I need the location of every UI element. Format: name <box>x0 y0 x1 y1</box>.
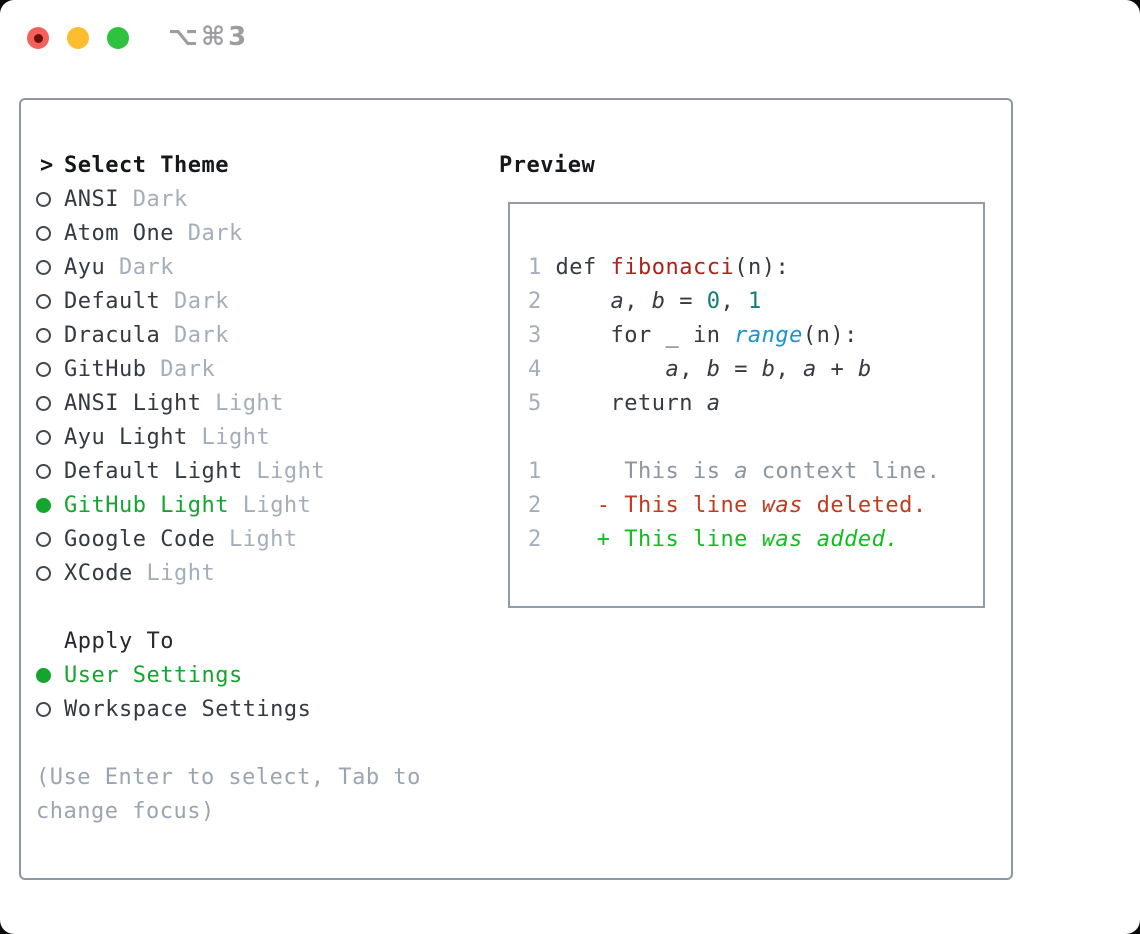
theme-option-label: XCode <box>64 560 133 586</box>
radio-icon <box>36 259 51 275</box>
preview-title: Preview <box>499 152 596 178</box>
theme-variant-tag: Dark <box>160 288 229 314</box>
theme-variant-tag: Dark <box>160 322 229 348</box>
code-line: 3 for _ in range(n): <box>528 322 858 348</box>
radio-icon <box>36 531 51 547</box>
code-preview: 1 def fibonacci(n): 2 a, b = 0, 1 3 for _ … <box>528 250 940 556</box>
theme-variant-tag: Light <box>187 424 271 450</box>
diff-deleted-line: 2 - This line was deleted. <box>528 492 927 518</box>
window-title: ⌥⌘3 <box>168 22 250 52</box>
theme-option-label: Ayu <box>64 254 106 280</box>
theme-option-label: Default <box>64 288 161 314</box>
blank-line <box>528 420 940 454</box>
theme-option-label: GitHub Light <box>64 492 229 518</box>
radio-selected-icon <box>36 497 51 513</box>
apply-option-label: User Settings <box>64 662 243 688</box>
theme-variant-tag: Dark <box>118 186 188 212</box>
theme-option-label: Atom One <box>64 220 174 246</box>
apply-option-workspace-settings[interactable]: Workspace Settings <box>36 692 491 726</box>
theme-option-ansi-light[interactable]: ANSI Light Light <box>36 386 491 420</box>
theme-variant-tag: Dark <box>146 356 216 382</box>
theme-option-xcode[interactable]: XCode Light <box>36 556 491 590</box>
theme-option-default-light[interactable]: Default Light Light <box>36 454 491 488</box>
diff-context-line: 1 This is a context line. <box>528 458 941 484</box>
close-dot-icon <box>33 33 43 43</box>
theme-variant-tag: Light <box>132 560 216 586</box>
radio-icon <box>36 565 51 581</box>
theme-option-label: ANSI Light <box>64 390 202 416</box>
radio-icon <box>36 225 51 241</box>
radio-icon <box>36 191 51 207</box>
theme-option-default[interactable]: Default Dark <box>36 284 491 318</box>
hint-line-2: change focus) <box>36 798 215 824</box>
theme-variant-tag: Dark <box>173 220 243 246</box>
radio-icon <box>36 463 51 479</box>
theme-variant-tag: Light <box>242 458 326 484</box>
theme-option-label: Default Light <box>64 458 243 484</box>
select-theme-header: > Select Theme <box>36 148 491 182</box>
zoom-button[interactable] <box>107 27 129 49</box>
theme-option-label: Ayu Light <box>64 424 188 450</box>
radio-icon <box>36 701 51 717</box>
theme-option-label: GitHub <box>64 356 147 382</box>
theme-option-ayu-light[interactable]: Ayu Light Light <box>36 420 491 454</box>
code-line: 5 return a <box>528 390 721 416</box>
diff-added-line: 2 + This line was added. <box>528 526 900 552</box>
hint-line-1: (Use Enter to select, Tab to <box>36 764 421 790</box>
preview-box: 1 def fibonacci(n): 2 a, b = 0, 1 3 for _ … <box>508 202 985 608</box>
code-line: 4 a, b = b, a + b <box>528 356 872 382</box>
theme-option-ayu[interactable]: Ayu Dark <box>36 250 491 284</box>
select-theme-title: Select Theme <box>64 152 229 178</box>
radio-icon <box>36 361 51 377</box>
theme-option-atom-one[interactable]: Atom One Dark <box>36 216 491 250</box>
gap <box>36 726 491 760</box>
theme-option-google-code[interactable]: Google Code Light <box>36 522 491 556</box>
radio-icon <box>36 293 51 309</box>
theme-variant-tag: Dark <box>105 254 174 280</box>
radio-icon <box>36 327 51 343</box>
apply-to-header: Apply To <box>64 628 174 654</box>
radio-selected-icon <box>36 667 51 683</box>
radio-icon <box>36 429 51 445</box>
theme-option-ansi[interactable]: ANSI Dark <box>36 182 491 216</box>
minimize-button[interactable] <box>67 27 89 49</box>
radio-icon <box>36 395 51 411</box>
theme-option-label: ANSI <box>64 186 119 212</box>
theme-variant-tag: Light <box>201 390 284 416</box>
gap <box>36 590 491 624</box>
theme-option-label: Dracula <box>64 322 161 348</box>
theme-option-github[interactable]: GitHub Dark <box>36 352 491 386</box>
theme-option-label: Google Code <box>64 526 216 552</box>
apply-option-user-settings[interactable]: User Settings <box>36 658 491 692</box>
close-button[interactable] <box>27 27 49 49</box>
code-line: 2 a, b = 0, 1 <box>528 288 762 314</box>
theme-option-dracula[interactable]: Dracula Dark <box>36 318 491 352</box>
theme-option-github-light[interactable]: GitHub Light Light <box>36 488 491 522</box>
titlebar: ⌥⌘3 <box>0 0 1140 98</box>
code-line: 1 def fibonacci(n): <box>528 254 790 280</box>
theme-variant-tag: Light <box>228 492 312 518</box>
theme-variant-tag: Light <box>215 526 298 552</box>
prompt-icon: > <box>40 152 54 178</box>
apply-option-label: Workspace Settings <box>64 696 312 722</box>
